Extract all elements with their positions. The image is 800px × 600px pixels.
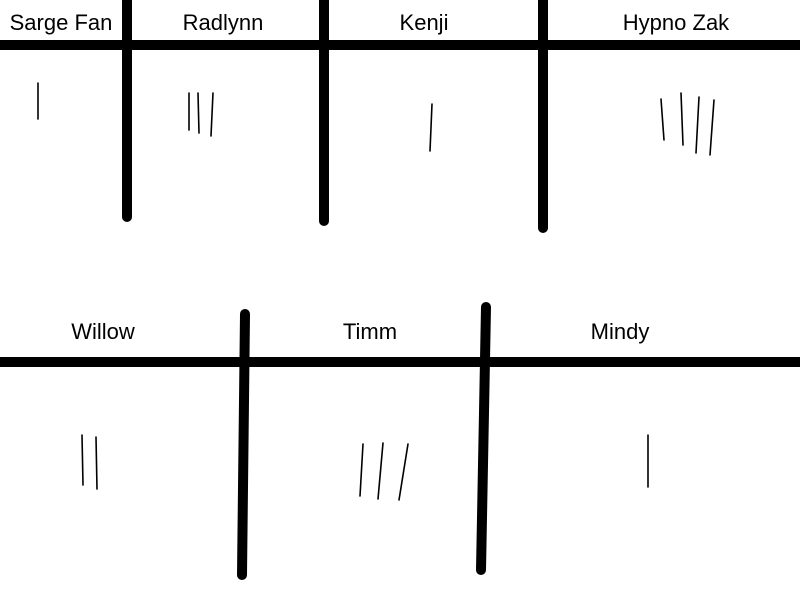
tally-mark-radlynn-3: [210, 92, 214, 137]
tally-mark-willow-2: [95, 436, 98, 490]
tally-mark-hypno-zak-3: [695, 96, 700, 154]
name-label-radlynn: Radlynn: [183, 10, 264, 35]
bottom-divider-2: [476, 302, 491, 575]
name-label-mindy: Mindy: [591, 319, 650, 344]
top-row-grid: [0, 0, 800, 233]
tally-mark-radlynn-2: [197, 92, 200, 134]
tally-mark-kenji-1: [429, 103, 433, 152]
tally-mark-hypno-zak-2: [680, 92, 684, 146]
bottom-divider-1: [237, 309, 250, 580]
bottom-row-grid: [0, 302, 800, 580]
name-label-sarge-fan: Sarge Fan: [10, 10, 113, 35]
tally-mark-timm-3: [398, 443, 409, 501]
bottom-row-names: Willow Timm Mindy: [71, 319, 649, 344]
name-label-willow: Willow: [71, 319, 135, 344]
tally-mark-timm-2: [377, 442, 384, 500]
name-label-hypno-zak: Hypno Zak: [623, 10, 730, 35]
tally-mark-timm-1: [359, 443, 364, 497]
name-label-timm: Timm: [343, 319, 397, 344]
tally-mark-hypno-zak-4: [709, 99, 715, 156]
top-row-names: Sarge Fan Radlynn Kenji Hypno Zak: [10, 10, 731, 35]
tally-marks: [37, 82, 715, 501]
name-label-kenji: Kenji: [400, 10, 449, 35]
tally-mark-willow-1: [81, 434, 84, 486]
tally-mark-hypno-zak-1: [660, 98, 665, 141]
